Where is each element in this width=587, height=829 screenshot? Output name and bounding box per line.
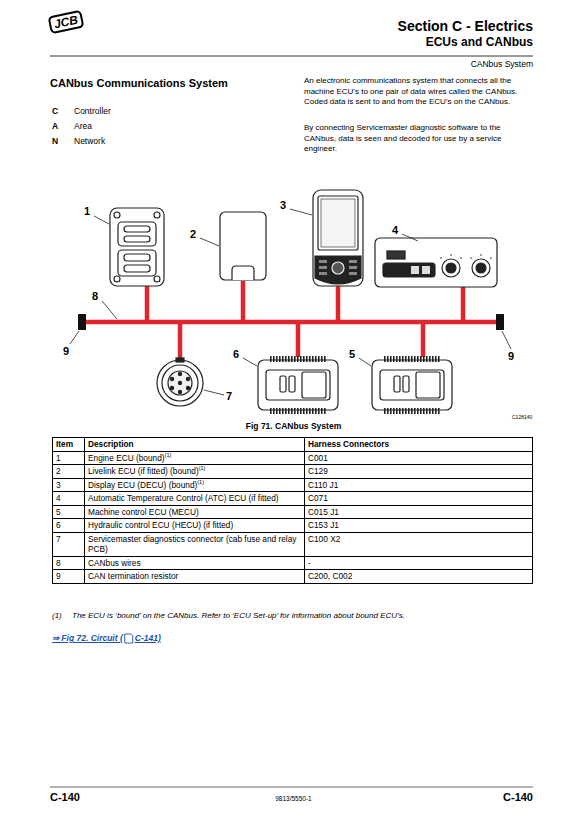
acronym-letter: N (52, 136, 58, 146)
connector-id: C071 (308, 493, 328, 503)
item-number: 8 (56, 558, 61, 568)
table-cell: 8 (53, 556, 85, 570)
callout-number: 9 (63, 345, 69, 357)
table-cell: 5 (53, 505, 85, 519)
connector-id: C129 (308, 466, 328, 476)
acronym-word: Controller (74, 106, 111, 116)
acronym-word: Area (74, 121, 92, 131)
connector-id: C200, C002 (308, 571, 352, 581)
item-number: 3 (56, 480, 61, 490)
table-cell: C129 (305, 465, 533, 479)
document-number: 9813/5550-1 (0, 795, 587, 802)
body-paragraph: An electronic communications system that… (304, 76, 534, 108)
logo-text: JCB (53, 13, 79, 32)
item-number: 6 (56, 520, 61, 530)
table-cell: C001 (305, 451, 533, 465)
acronym-letter: A (52, 121, 58, 131)
item-description: Engine ECU (bound) (88, 453, 165, 463)
footnote-ref: (1) (165, 452, 172, 458)
table-cell: Automatic Temperature Control (ATC) ECU … (85, 492, 305, 506)
table-cell: C100 X2 (305, 532, 533, 556)
brand-logo: JCB (48, 10, 85, 35)
table-cell: Harness Connectors (305, 438, 533, 452)
table-cell: 1 (53, 451, 85, 465)
parts-table: Item Description Harness Connectors 1 Engin… (52, 437, 533, 584)
connector-id: C001 (308, 453, 328, 463)
acronym-word: Network (74, 136, 105, 146)
table-header: Description (88, 439, 134, 449)
table-cell: 7 (53, 532, 85, 556)
table-header: Item (56, 439, 73, 449)
page-number: C-140 (503, 791, 533, 803)
table-cell: C015 J1 (305, 505, 533, 519)
item-number: 9 (56, 571, 61, 581)
table-cell: 3 (53, 478, 85, 492)
table-cell: C153 J1 (305, 519, 533, 533)
table-cell: Engine ECU (bound)(1) (85, 451, 305, 465)
item-number: 2 (56, 466, 61, 476)
figure-code: C128140 (512, 414, 532, 420)
connector-id: C153 J1 (308, 520, 339, 530)
callout-number: 1 (84, 205, 90, 217)
acronym-letter: C (52, 106, 58, 116)
connector-id: C110 J1 (308, 480, 338, 490)
footnote-ref: (1) (197, 479, 204, 485)
topic-label: CANbus System (471, 59, 533, 69)
figure-caption: Fig 71. CANbus System (0, 421, 587, 431)
topic-heading: CANbus Communications System (50, 77, 228, 89)
body-paragraph: By connecting Servicemaster diagnostic s… (304, 123, 534, 155)
page-number: C-140 (50, 791, 80, 803)
connector-id: C015 J1 (308, 507, 339, 517)
table-cell: C110 J1 (305, 478, 533, 492)
connector-id: C100 X2 (308, 534, 340, 544)
section-title: Section C - Electrics (398, 18, 533, 34)
callout-number: 6 (233, 348, 239, 360)
callout-number: 5 (349, 348, 355, 360)
table-cell: Description (85, 438, 305, 452)
item-description: Machine control ECU (MECU) (88, 507, 199, 517)
table-header: Harness Connectors (308, 439, 389, 449)
footnote-marker: (1) (52, 611, 62, 620)
callout-number: 8 (92, 290, 98, 302)
table-cell: Livelink ECU (if fitted) (bound)(1) (85, 465, 305, 479)
item-number: 4 (56, 493, 61, 503)
table-cell: - (305, 556, 533, 570)
table-cell: C071 (305, 492, 533, 506)
item-number: 5 (56, 507, 61, 517)
item-description: CANbus wires (88, 558, 141, 568)
table-cell: Display ECU (DECU) (bound)(1) (85, 478, 305, 492)
item-description: Hydraulic control ECU (HECU) (if fitted) (88, 520, 233, 530)
callout-number: 7 (226, 390, 232, 402)
callout-number: 3 (280, 199, 286, 211)
footnote-text: The ECU is ‘bound’ on the CANbus. Refer … (72, 611, 405, 620)
table-cell: 4 (53, 492, 85, 506)
item-description: CAN termination resistor (88, 571, 178, 581)
table-cell: Machine control ECU (MECU) (85, 505, 305, 519)
item-description: Livelink ECU (if fitted) (bound) (88, 466, 199, 476)
callout-number: 2 (190, 228, 196, 240)
callout-number: 9 (508, 350, 514, 362)
footnote-ref: (1) (199, 465, 206, 471)
table-cell: 2 (53, 465, 85, 479)
table-cell: Servicemaster diagnostics connector (cab… (85, 532, 305, 556)
link-text: ⇒ Fig 72. Circuit ( (52, 633, 123, 643)
cross-reference: ⇒ Fig 72. Circuit ( C-141) (52, 633, 161, 643)
table-cell: Hydraulic control ECU (HECU) (if fitted) (85, 519, 305, 533)
table-cell: CAN termination resistor (85, 570, 305, 584)
table-cell: C200, C002 (305, 570, 533, 584)
table-cell: 9 (53, 570, 85, 584)
item-description: Display ECU (DECU) (bound) (88, 480, 197, 490)
table-cell: 6 (53, 519, 85, 533)
item-description: Servicemaster diagnostics connector (cab… (88, 534, 296, 555)
item-number: 7 (56, 534, 61, 544)
table-cell: Item (53, 438, 85, 452)
link-text: C-141) (135, 633, 161, 643)
connector-id: - (308, 558, 311, 568)
callout-number: 4 (392, 224, 398, 236)
table-cell: CANbus wires (85, 556, 305, 570)
item-number: 1 (56, 453, 61, 463)
item-description: Automatic Temperature Control (ATC) ECU … (88, 493, 279, 503)
section-subtitle: ECUs and CANbus (426, 35, 533, 49)
